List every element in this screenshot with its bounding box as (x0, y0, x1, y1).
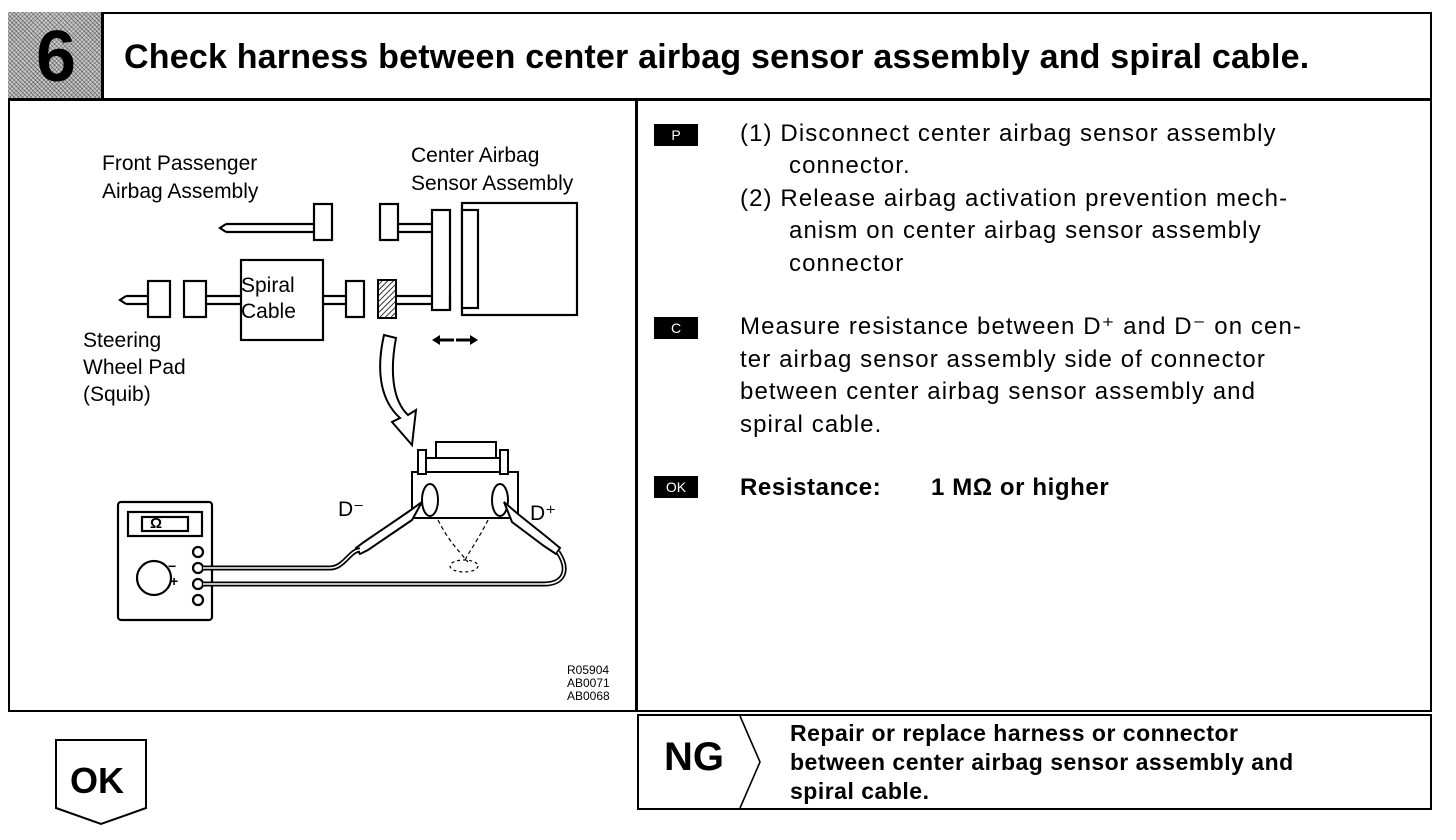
step-number-box (8, 12, 104, 100)
figure-code-3: AB0068 (567, 689, 610, 703)
ok-flow-marker (55, 739, 147, 826)
header-divider (8, 98, 1432, 101)
prepare-line-3: (2) Release airbag activation prevention… (740, 185, 1289, 212)
ok-badge: OK (654, 476, 698, 498)
prepare-line-5: connector (789, 250, 905, 277)
spiral-cable-label-1: Spiral (241, 274, 295, 297)
ohm-icon: Ω (150, 515, 163, 532)
resistance-label: Resistance: (740, 474, 882, 501)
prepare-line-4: anism on center airbag sensor assembly (789, 217, 1262, 244)
check-line-1: Measure resistance between D⁺ and D⁻ on … (740, 313, 1302, 340)
prepare-line-1: (1) Disconnect center airbag sensor asse… (740, 120, 1277, 147)
check-badge: C (654, 317, 698, 339)
prepare-line-2: connector. (789, 152, 911, 179)
steering-label-2: Wheel Pad (83, 356, 186, 379)
prepare-badge: P (654, 124, 698, 146)
spiral-cable-label-2: Cable (241, 300, 296, 323)
ng-action: Repair or replace harness or connector b… (790, 719, 1294, 806)
ng-line-1: Repair or replace harness or connector (790, 720, 1239, 746)
d-minus-label: D⁻ (338, 498, 365, 521)
step-title: Check harness between center airbag sens… (124, 38, 1310, 76)
step-number: 6 (35, 17, 77, 97)
wiring-diagram (116, 201, 579, 622)
figure-code-2: AB0071 (567, 676, 610, 690)
ng-line-3: spiral cable. (790, 778, 930, 804)
column-divider (635, 100, 638, 712)
front-passenger-label-1: Front Passenger (102, 152, 258, 175)
center-airbag-label-2: Sensor Assembly (411, 172, 574, 195)
check-line-4: spiral cable. (740, 411, 883, 438)
ng-label: NG (664, 735, 724, 779)
ng-chevron (739, 715, 761, 809)
resistance-value: 1 MΩ or higher (931, 474, 1110, 501)
check-line-2: ter airbag sensor assembly side of conne… (740, 346, 1266, 373)
front-passenger-label-2: Airbag Assembly (102, 180, 259, 203)
ng-panel (637, 714, 1432, 810)
ng-line-2: between center airbag sensor assembly an… (790, 749, 1294, 775)
meter-minus-label: − (168, 558, 177, 574)
ok-flow-label: OK (70, 760, 124, 801)
steering-label-1: Steering (83, 329, 162, 352)
meter-plus-label: + (170, 573, 179, 589)
figure-code-1: R05904 (567, 663, 610, 677)
procedure-frame (8, 12, 1432, 712)
d-plus-label: D⁺ (530, 502, 557, 525)
center-airbag-label-1: Center Airbag (411, 144, 540, 167)
steering-label-3: (Squib) (83, 383, 151, 406)
check-line-3: between center airbag sensor assembly an… (740, 378, 1257, 405)
